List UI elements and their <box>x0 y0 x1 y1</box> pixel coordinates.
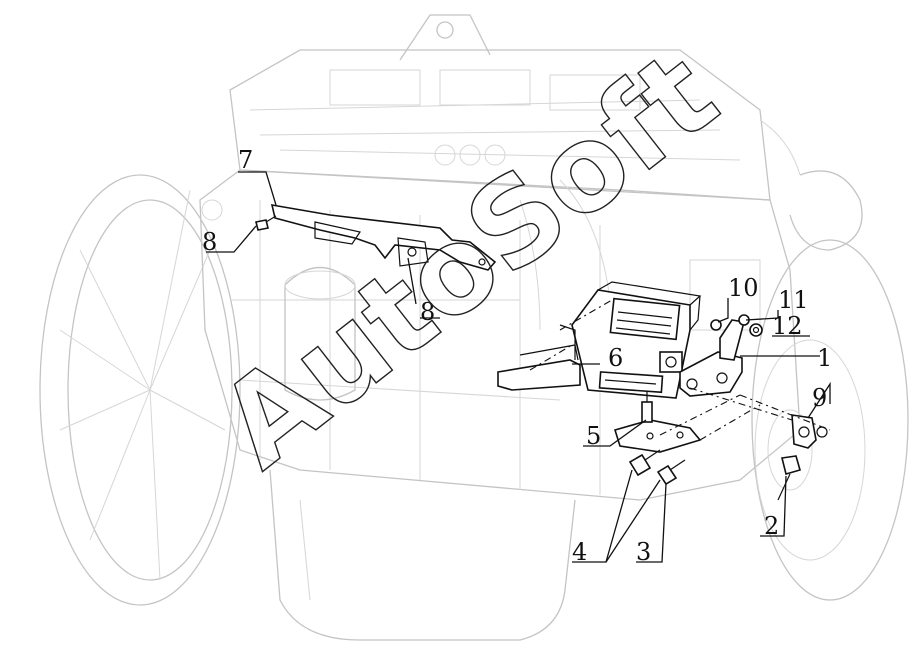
engine-outline <box>39 14 909 641</box>
callout-7: 7 <box>238 146 253 174</box>
callout-10: 10 <box>728 274 759 302</box>
callout-8-center: 8 <box>420 298 435 326</box>
bracket-1 <box>679 319 745 397</box>
callout-5: 5 <box>586 422 601 450</box>
bolt-3 <box>656 459 686 486</box>
ecu-mounting-plate <box>497 324 581 391</box>
callout-3: 3 <box>636 538 651 566</box>
bolt-4 <box>628 449 661 477</box>
ecu-unit <box>571 281 702 399</box>
callout-6: 6 <box>608 344 623 372</box>
callout-8-left: 8 <box>202 228 217 256</box>
bolt-2 <box>777 455 801 501</box>
callout-9: 9 <box>812 384 827 412</box>
callout-12: 12 <box>772 312 803 340</box>
bracket-9 <box>791 414 828 449</box>
callout-4: 4 <box>572 538 587 566</box>
callout-1: 1 <box>817 344 832 372</box>
fastener-12 <box>749 323 763 337</box>
callout-labels: 1 2 3 4 5 6 7 8 8 9 10 11 12 <box>202 146 832 566</box>
wiring-harness-bracket <box>270 204 497 271</box>
bolt-8-left <box>255 215 277 231</box>
assembly-lines <box>529 299 831 441</box>
callout-2: 2 <box>764 512 779 540</box>
leader-lines <box>206 171 831 563</box>
sensor-5 <box>641 392 653 423</box>
callout-11: 11 <box>778 286 809 314</box>
lower-bracket <box>613 419 702 453</box>
